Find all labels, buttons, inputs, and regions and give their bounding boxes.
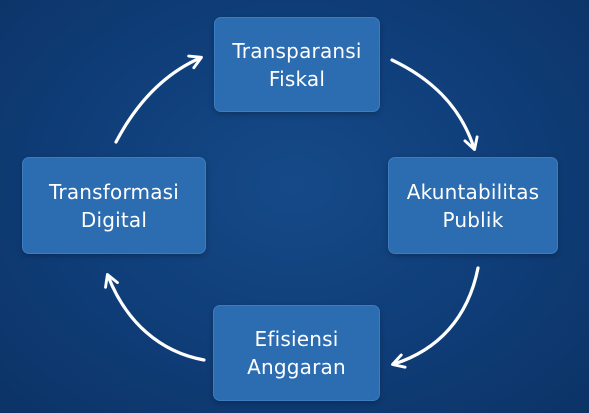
node-akuntabilitas-publik-line-1: Akuntabilitas: [406, 179, 540, 204]
node-transformasi-digital-line-1: Transformasi: [48, 179, 180, 204]
node-transformasi-digital-line-2: Digital: [80, 207, 148, 232]
node-efisiensi-anggaran: Efisiensi Anggaran: [213, 305, 380, 401]
node-akuntabilitas-publik-line-2: Publik: [442, 207, 504, 232]
arrow-efisiensi-to-transformasi: [104, 273, 206, 362]
node-transparansi-fiskal-line-1: Transparansi: [232, 38, 362, 63]
arrow-transparansi-to-akuntabilitas: [390, 58, 479, 151]
node-efisiensi-anggaran-line-1: Efisiensi: [254, 327, 339, 351]
arrow-akuntabilitas-to-efisiensi: [391, 266, 480, 369]
node-transparansi-fiskal: Transparansi Fiskal: [214, 17, 380, 112]
node-akuntabilitas-publik: Akuntabilitas Publik: [388, 157, 558, 254]
node-efisiensi-anggaran-line-2: Anggaran: [247, 355, 346, 379]
arrow-transformasi-to-transparansi: [114, 54, 203, 144]
node-transparansi-fiskal-line-2: Fiskal: [268, 66, 326, 91]
node-transformasi-digital: Transformasi Digital: [22, 157, 206, 254]
